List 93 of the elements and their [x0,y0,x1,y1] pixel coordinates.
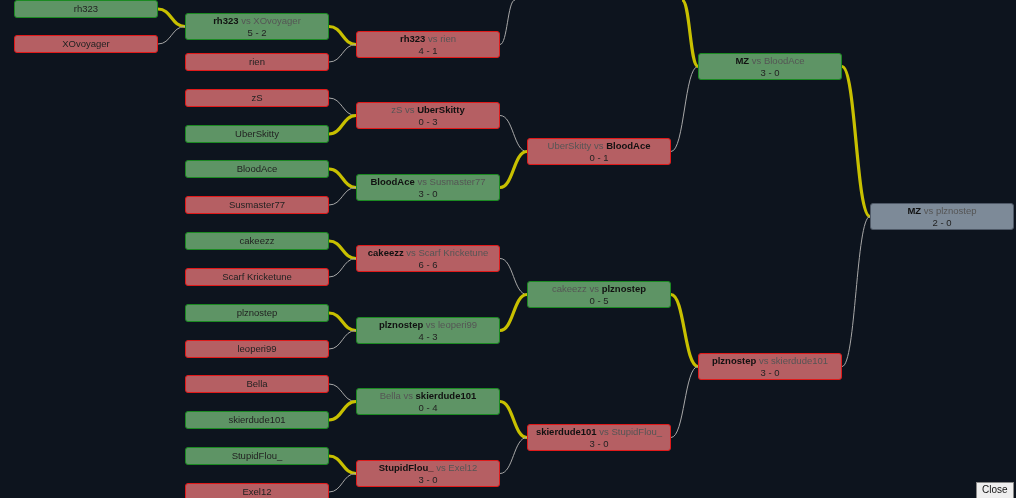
match-title: StupidFlou_ vs Exel12 [378,461,478,474]
bracket-connector [328,454,357,476]
match-title: cakeezz vs Scarf Kricketune [367,246,489,259]
player-name: StupidFlou_ [231,450,283,462]
match-box [527,281,671,308]
bracket-connector [157,7,186,29]
match-title: plznostep vs skierdude101 [711,354,829,367]
match-box [698,53,842,80]
player-name: plznostep [236,307,278,319]
bracket-connector [840,65,872,218]
match-score: 3 - 0 [418,473,438,486]
match-box [356,460,500,487]
bracket-connector [157,26,186,45]
match-title: MZ vs plznostep [907,204,977,217]
player-name: XOvoyager [62,38,110,50]
player-name: Exel12 [242,486,272,498]
bracket-connector [499,292,528,333]
player-name: Susmaster77 [229,199,285,211]
match-score: 4 - 3 [418,330,438,343]
match-title: UberSkitty vs BloodAce [547,139,651,152]
player-box [185,340,329,358]
bracket-connector [328,44,357,63]
match-score: 3 - 0 [760,366,780,379]
bracket-connector [328,330,357,350]
match-score: 3 - 0 [589,437,609,450]
bracket-connector [499,437,528,474]
match-box [356,317,500,344]
bracket-connector [328,258,357,278]
bracket-connector [841,216,871,367]
bracket-connector [670,293,699,368]
match-box [356,388,500,415]
player-box [185,89,329,107]
match-score: 0 - 1 [589,151,609,164]
match-box [698,353,842,380]
player-box [185,232,329,250]
player-box [185,160,329,178]
player-name: zS [251,92,263,104]
match-box [185,13,329,40]
match-box [527,138,671,165]
bracket-connector [328,167,357,190]
bracket-connector [328,311,357,333]
match-title: zS vs UberSkitty [391,103,465,116]
bracket-connector [670,66,699,152]
player-name: rh323 [73,3,99,15]
player-name: BloodAce [236,163,278,175]
match-box [356,102,500,129]
bracket-connector [670,366,699,438]
player-box [185,483,329,498]
match-score: 3 - 0 [418,187,438,200]
bracket-connector [328,113,357,136]
bracket-connector [680,0,700,68]
match-box [527,424,671,451]
match-score: 0 - 5 [589,294,609,307]
match-box [356,174,500,201]
bracket-connector [499,399,528,440]
match-title: rh323 vs rien [400,32,456,45]
player-name: UberSkitty [235,128,279,140]
match-box [356,31,500,58]
match-score: 5 - 2 [247,26,267,39]
player-box [185,411,329,429]
bracket-connector [328,239,357,261]
player-box [185,53,329,71]
player-box [185,447,329,465]
match-score: 4 - 1 [418,44,438,57]
match-title: rh323 vs XOvoyager [213,14,301,27]
bracket-connector [499,149,528,190]
player-name: skierdude101 [228,414,286,426]
match-score: 0 - 3 [418,115,438,128]
player-box [14,35,158,53]
bracket-connector [328,399,357,422]
player-box [185,304,329,322]
close-button: Close [976,482,1014,498]
match-score: 0 - 4 [418,401,438,414]
player-box [185,268,329,286]
bracket-connector [328,473,357,493]
match-score: 2 - 0 [932,216,952,229]
bracket-connector [328,24,357,47]
bracket-connector [328,187,357,206]
player-name: Scarf Kricketune [222,271,292,283]
player-name: leoperi99 [237,343,277,355]
match-box [870,203,1014,230]
player-name: cakeezz [239,235,275,247]
match-box [356,245,500,272]
bracket-connector [499,0,516,45]
match-title: skierdude101 vs StupidFlou_ [535,425,663,438]
player-box [185,125,329,143]
player-name: rien [249,56,265,68]
player-box [185,196,329,214]
player-name: Bella [246,378,268,390]
match-score: 6 - 6 [418,258,438,271]
match-score: 3 - 0 [760,66,780,79]
player-box [185,375,329,393]
player-box [14,0,158,18]
